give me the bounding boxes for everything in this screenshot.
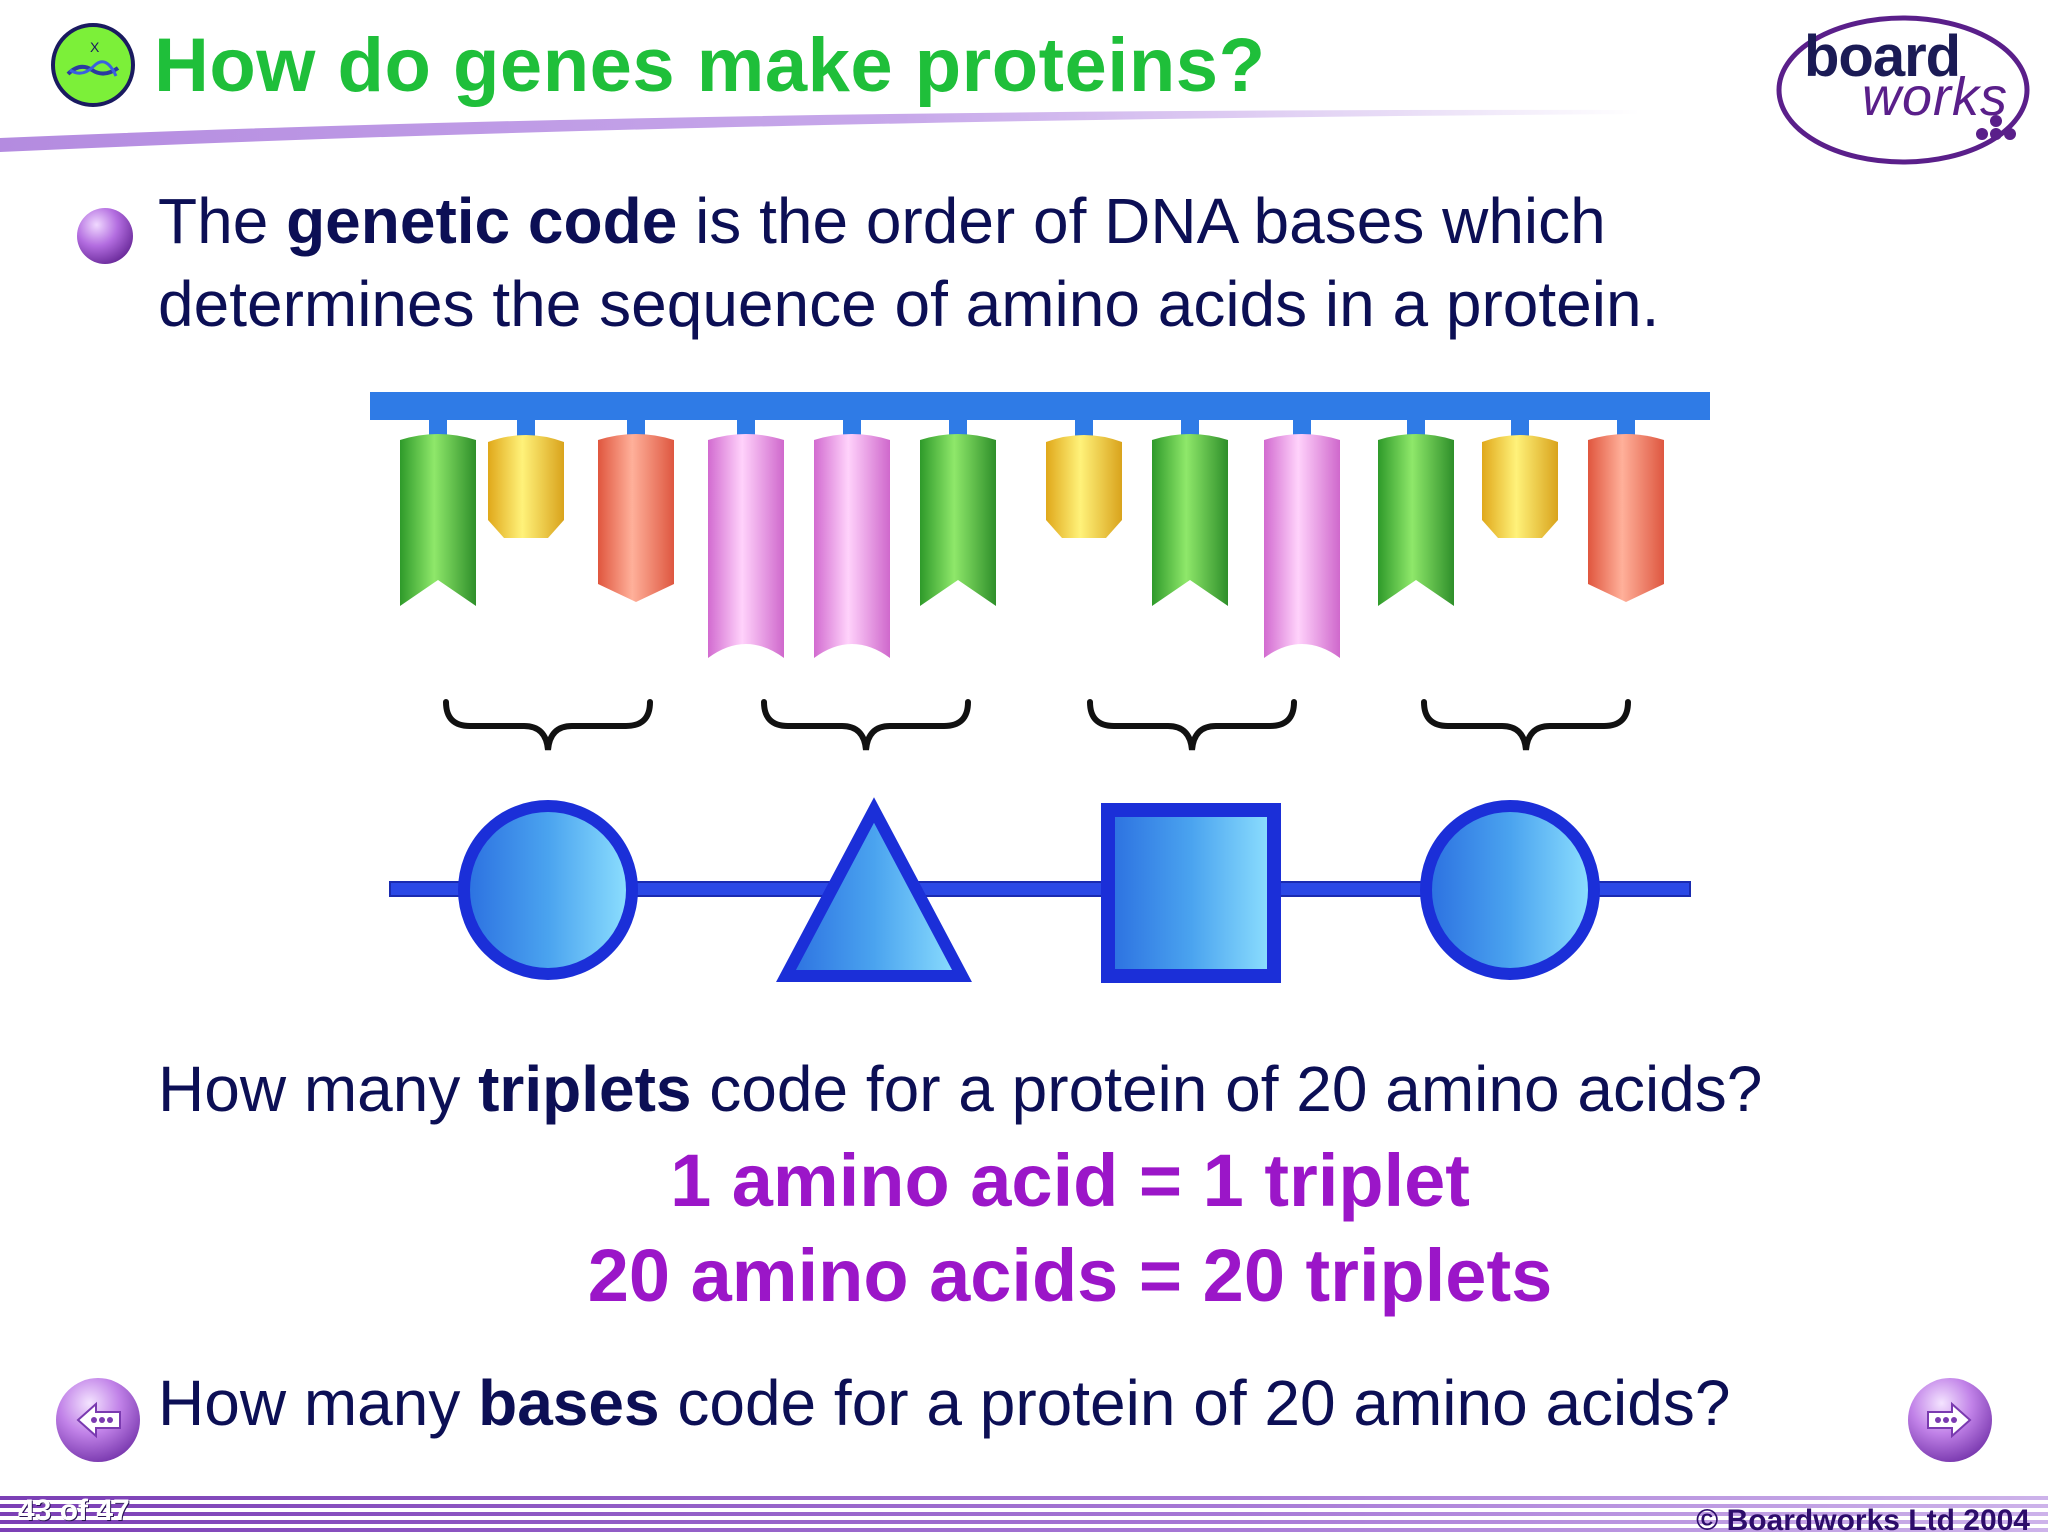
genetic-code-paragraph: The genetic code is the order of DNA bas… — [158, 180, 1659, 346]
answer-line-2: 20 amino acids = 20 triplets — [587, 1234, 1553, 1317]
arrow-left-icon — [56, 1378, 140, 1462]
dna-backbone — [370, 392, 1710, 420]
page-number: 43 of 47 — [18, 1494, 130, 1527]
dna-base-green — [400, 434, 476, 606]
base-stem — [429, 418, 447, 436]
triplet-brace-3 — [1087, 699, 1297, 751]
dna-base-pink — [708, 434, 784, 658]
triplet-braces — [443, 699, 1631, 751]
dna-protein-diagram — [370, 392, 1710, 983]
logo-word-board: board — [1804, 24, 1961, 89]
base-stem — [843, 418, 861, 436]
base-stem — [1293, 418, 1311, 436]
dna-base-green — [1378, 434, 1454, 606]
amino-acid-circle-2 — [1420, 800, 1600, 980]
base-stem — [1617, 418, 1635, 436]
previous-slide-button[interactable] — [52, 1374, 144, 1466]
copyright-notice: © Boardworks Ltd 2004 — [1696, 1504, 2030, 1537]
dna-base-red — [1588, 434, 1664, 602]
genetic-code-term: genetic code — [286, 185, 678, 257]
base-stem — [1407, 418, 1425, 436]
paragraph-line-2: determines the sequence of amino acids i… — [158, 268, 1660, 341]
protein-chain-line — [389, 881, 1691, 897]
bases-question: How many bases code for a protein of 20 … — [158, 1367, 1731, 1439]
logo-ring-icon — [1776, 15, 2030, 165]
amino-acid-triangle — [776, 797, 972, 982]
base-stem — [1181, 418, 1199, 436]
base-stem — [1511, 418, 1529, 436]
logo-word-works: works — [1862, 67, 2009, 127]
arrow-right-icon — [1908, 1378, 1992, 1462]
dna-base-yellow — [488, 435, 564, 538]
amino-acids — [458, 797, 1600, 983]
bullet-icon — [77, 208, 133, 264]
base-stem — [949, 418, 967, 436]
dna-bases — [400, 418, 1664, 658]
amino-acid-circle-1 — [458, 800, 638, 980]
svg-text:X: X — [90, 39, 100, 55]
dna-logo-icon: X — [51, 23, 135, 107]
dna-base-yellow — [1046, 435, 1122, 538]
dna-base-yellow — [1482, 435, 1558, 538]
boardworks-logo: board works — [1772, 8, 2034, 168]
header-divider — [0, 109, 1640, 152]
base-stem — [517, 418, 535, 436]
paragraph-line-1: The genetic code is the order of DNA bas… — [158, 185, 1606, 257]
answer-line-1: 1 amino acid = 1 triplet — [670, 1139, 1470, 1222]
dna-base-green — [920, 434, 996, 606]
triplets-question: How many triplets code for a protein of … — [158, 1053, 1763, 1125]
bases-term: bases — [478, 1367, 660, 1439]
dna-base-pink — [1264, 434, 1340, 658]
dna-base-pink — [814, 434, 890, 658]
amino-acid-square — [1101, 803, 1281, 983]
dna-base-red — [598, 434, 674, 602]
base-stem — [1075, 418, 1093, 436]
triplet-brace-1 — [443, 699, 653, 751]
triplet-brace-2 — [761, 699, 971, 751]
triplet-brace-4 — [1421, 699, 1631, 751]
next-slide-button[interactable] — [1904, 1374, 1996, 1466]
base-stem — [737, 418, 755, 436]
triplets-term: triplets — [478, 1053, 692, 1125]
page-title: How do genes make proteins? — [154, 23, 1266, 108]
dna-base-green — [1152, 434, 1228, 606]
footer-bar — [0, 1496, 2048, 1532]
base-stem — [627, 418, 645, 436]
